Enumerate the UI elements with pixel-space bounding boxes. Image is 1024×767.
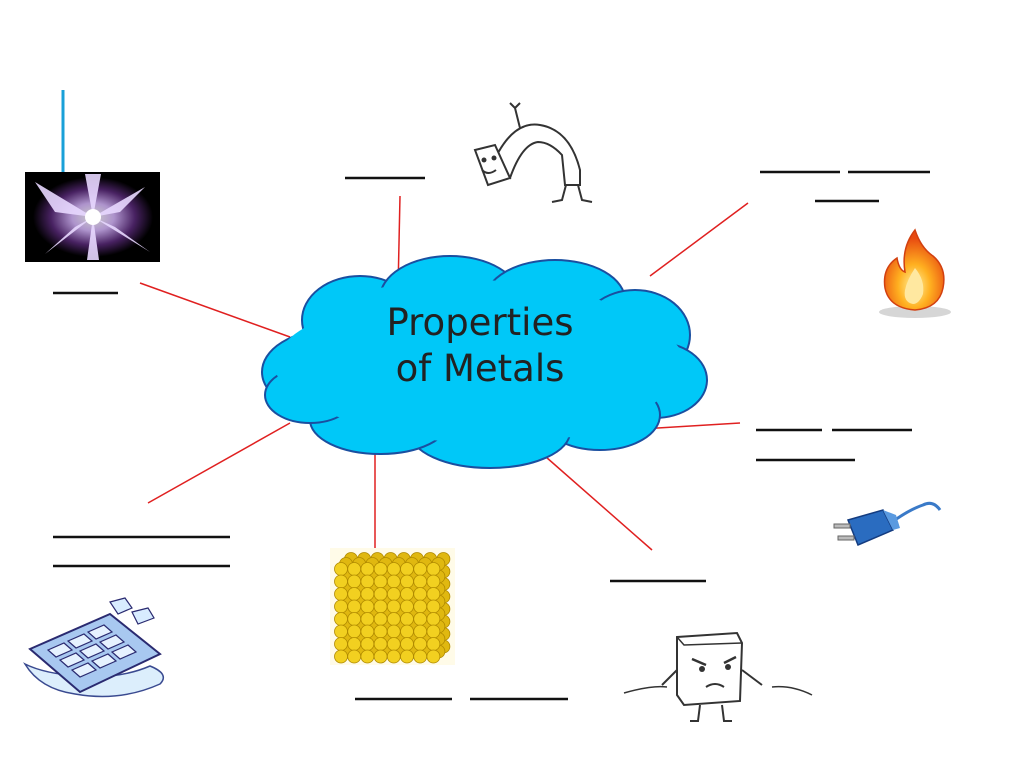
lattice-sphere <box>334 599 348 614</box>
lattice-sphere <box>347 637 362 651</box>
lattice-sphere <box>426 612 441 626</box>
connector-right-bottom <box>537 449 653 551</box>
lattice-sphere <box>334 587 348 601</box>
lattice-sphere <box>360 649 375 664</box>
lattice-sphere <box>426 624 441 639</box>
angry-block-cartoon <box>623 631 813 722</box>
lattice-sphere <box>400 574 414 589</box>
lattice-sphere <box>360 612 375 626</box>
lattice-sphere <box>386 562 401 576</box>
lattice-sphere <box>400 562 414 576</box>
lattice-sphere <box>413 624 428 639</box>
lattice-sphere <box>373 562 388 576</box>
lattice-sphere <box>413 612 428 626</box>
lattice-sphere <box>360 562 375 576</box>
lattice-spheres <box>334 552 451 664</box>
lattice-sphere <box>373 649 388 664</box>
center-title-line-2: of Metals <box>395 347 565 390</box>
lattice-sphere <box>386 587 401 601</box>
connector-left-bottom <box>147 422 291 504</box>
lattice-sphere <box>360 574 375 589</box>
atom-lattice-cube <box>330 548 455 665</box>
lattice-sphere <box>360 637 375 651</box>
lattice-sphere <box>386 624 401 639</box>
blank-lines <box>53 170 930 701</box>
lattice-sphere <box>386 612 401 626</box>
lattice-sphere <box>373 637 388 651</box>
lattice-sphere <box>334 562 348 576</box>
lattice-sphere <box>426 562 441 576</box>
lattice-sphere <box>386 649 401 664</box>
lattice-sphere <box>347 649 362 664</box>
lattice-sphere <box>400 612 414 626</box>
lattice-sphere <box>400 587 414 601</box>
lattice-sphere <box>413 587 428 601</box>
connector-right-top <box>649 202 749 277</box>
lattice-sphere <box>347 612 362 626</box>
lattice-sphere <box>426 574 441 589</box>
lattice-sphere <box>413 649 428 664</box>
lattice-sphere <box>334 649 348 664</box>
lattice-sphere <box>347 599 362 614</box>
lattice-sphere <box>334 624 348 639</box>
lattice-sphere <box>373 624 388 639</box>
lattice-sphere <box>360 624 375 639</box>
lattice-sphere <box>373 587 388 601</box>
lattice-sphere <box>373 574 388 589</box>
lattice-sphere <box>334 612 348 626</box>
lattice-sphere <box>400 637 414 651</box>
lattice-sphere <box>400 599 414 614</box>
lattice-sphere <box>360 587 375 601</box>
lattice-sphere <box>386 637 401 651</box>
lattice-sphere <box>400 624 414 639</box>
lattice-sphere <box>426 599 441 614</box>
electric-plug-icon <box>833 501 942 546</box>
lattice-sphere <box>413 562 428 576</box>
center-title-line-1: Properties <box>386 301 574 344</box>
lattice-sphere <box>334 574 348 589</box>
lattice-sphere <box>413 599 428 614</box>
melting-ice-tray-icon <box>23 597 165 698</box>
lattice-sphere <box>426 587 441 601</box>
lattice-sphere <box>334 637 348 651</box>
lattice-sphere <box>426 637 441 651</box>
luster-burst-picture <box>25 172 160 262</box>
bending-bar-cartoon <box>473 102 593 203</box>
connector-left-top <box>139 282 291 338</box>
center-title: Properties of Metals <box>300 300 660 392</box>
lattice-sphere <box>413 637 428 651</box>
lattice-sphere <box>347 574 362 589</box>
lattice-sphere <box>347 624 362 639</box>
lattice-sphere <box>400 649 414 664</box>
lattice-sphere <box>386 599 401 614</box>
lattice-sphere <box>386 574 401 589</box>
lattice-sphere <box>373 612 388 626</box>
lattice-sphere <box>373 599 388 614</box>
lattice-sphere <box>413 574 428 589</box>
lattice-sphere <box>347 562 362 576</box>
lattice-sphere <box>347 587 362 601</box>
lattice-sphere <box>426 649 441 664</box>
lattice-sphere <box>360 599 375 614</box>
flame-icon <box>879 228 951 318</box>
